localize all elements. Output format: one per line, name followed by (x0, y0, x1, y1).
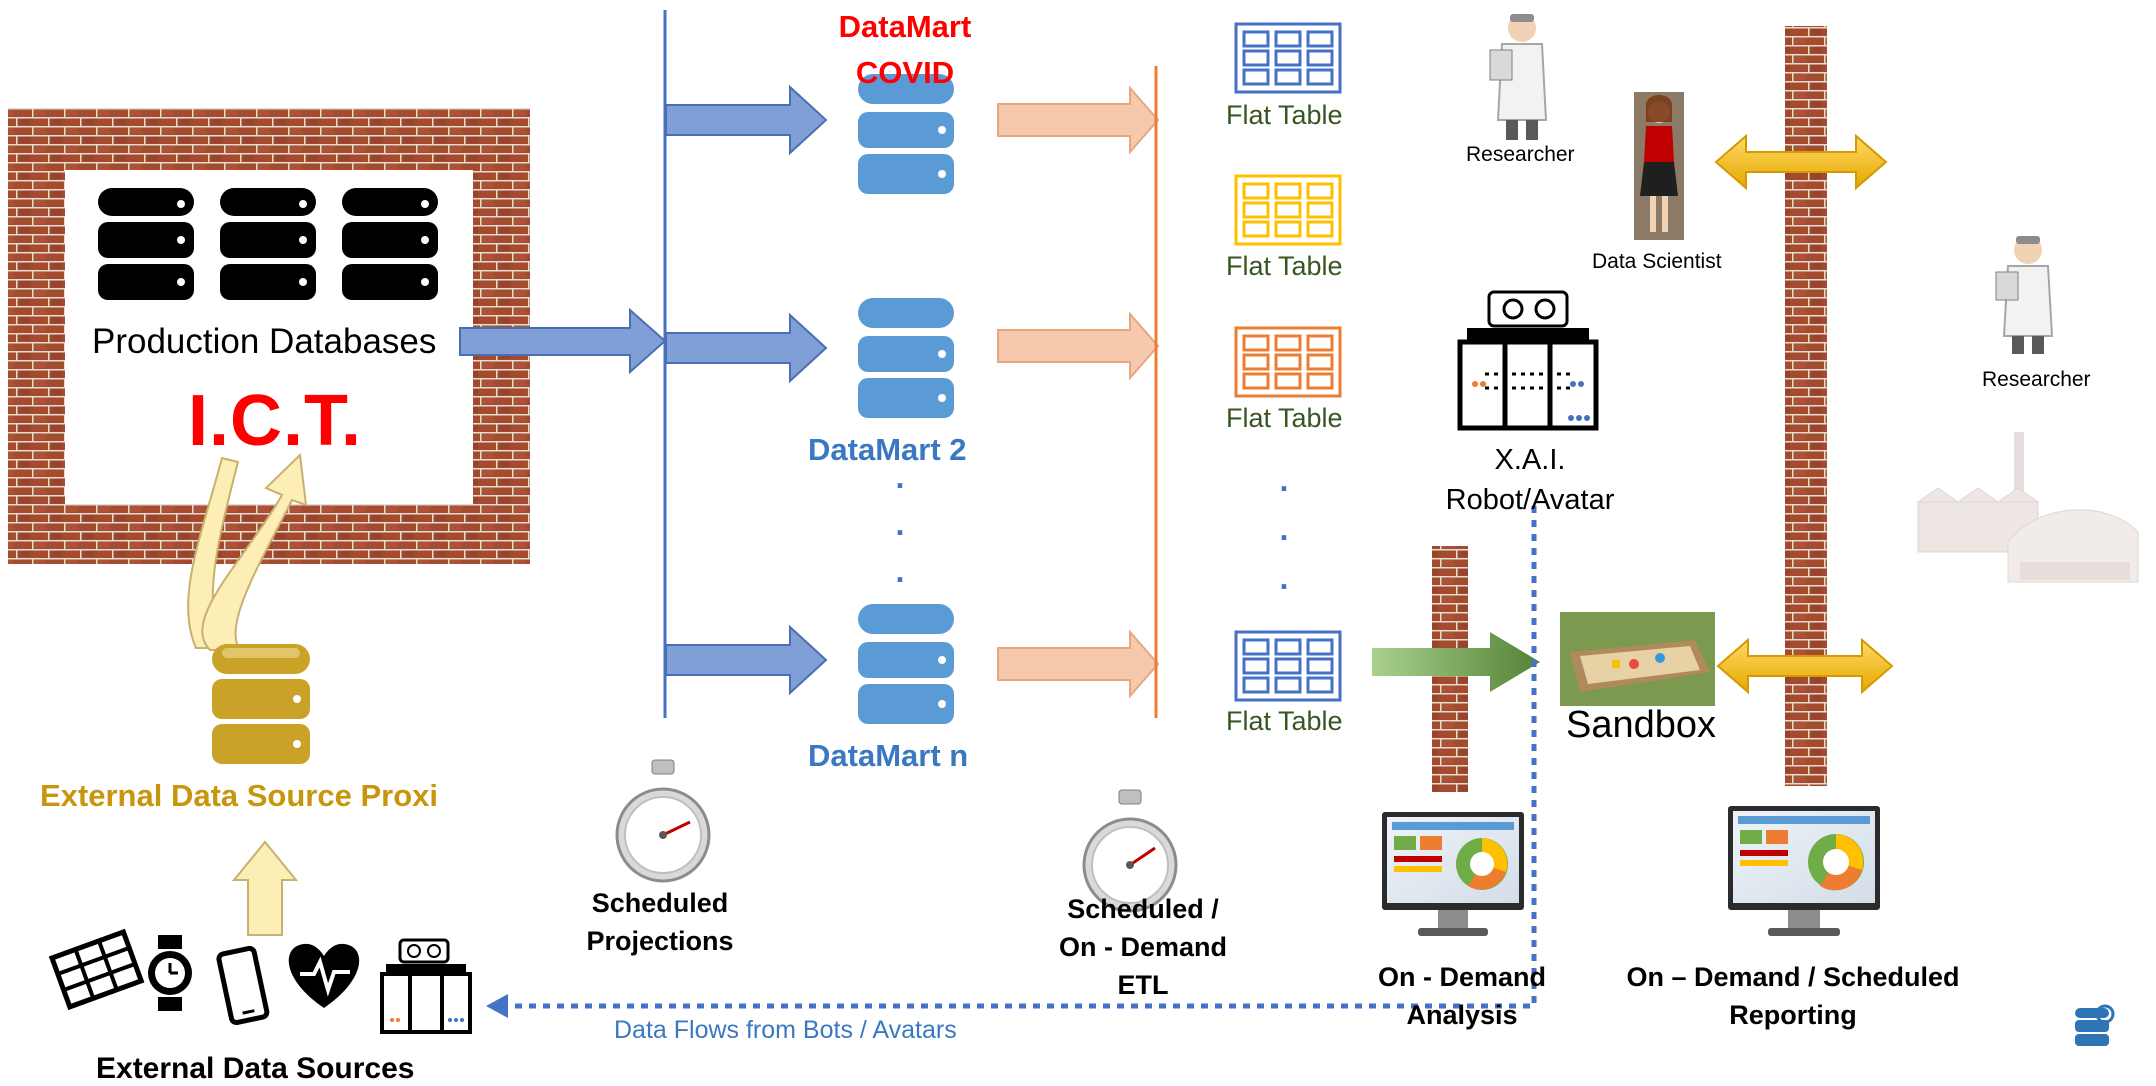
proxy-up-arrow (231, 840, 299, 936)
ict-label: I.C.T. (188, 381, 363, 461)
uturn-arrow (187, 452, 308, 651)
external-robot-icon (380, 938, 472, 1034)
production-databases-label: Production Databases (92, 322, 437, 361)
bus-to-datamart-2-arrow (665, 312, 828, 384)
flat-table-icon-blue-n (1234, 630, 1342, 702)
datamart-n-etl-arrow (997, 629, 1160, 699)
production-db-icon-2 (220, 188, 316, 300)
datamart-covid-label: DataMart COVID (838, 9, 972, 90)
on-demand-reporting-label: On – Demand / Scheduled Reporting (1626, 962, 1960, 1030)
xai-robot-icon (1457, 290, 1599, 431)
reporting-double-arrow-top (1714, 133, 1888, 191)
bus-to-datamart-n-arrow (665, 624, 828, 696)
scheduled-etl-label: Scheduled / On - Demand ETL (1058, 894, 1227, 1000)
researcher-label-1: Researcher (1466, 143, 1575, 166)
bot-data-flow-arrowhead (486, 994, 508, 1018)
researcher-icon-2 (1995, 236, 2054, 354)
datamart-covid-etl-arrow (997, 85, 1160, 155)
reporting-monitor-icon (1728, 806, 1880, 936)
flat-table-to-sandbox-arrow (1372, 632, 1540, 692)
db-logo-icon (2075, 1004, 2115, 1046)
data-scientist-label: Data Scientist (1592, 250, 1722, 273)
flat-table-icon-yellow (1234, 174, 1342, 246)
flat-table-ellipsis: . . . (1279, 462, 1289, 596)
smartphone-icon (216, 945, 270, 1026)
xai-robot-label: X.A.I. Robot/Avatar (1445, 444, 1615, 516)
external-sources-label: External Data Sources (96, 1052, 415, 1085)
researcher-icon-1 (1489, 14, 1548, 140)
production-db-icon-3 (342, 188, 438, 300)
data-scientist-icon (1634, 92, 1684, 240)
flat-table-label-2: Flat Table (1226, 251, 1343, 281)
scheduled-projections-label: Scheduled Projections (586, 888, 734, 956)
datamart-2-db-icon (858, 298, 954, 418)
factory-icon (1916, 432, 2139, 583)
flat-table-icon-blue (1234, 22, 1342, 94)
datamart-2-etl-arrow (997, 311, 1160, 381)
data-flows-label: Data Flows from Bots / Avatars (614, 1016, 957, 1044)
datamart-n-label: DataMart n (808, 738, 969, 773)
spreadsheet-icon (48, 928, 145, 1011)
sandbox-icon (1560, 612, 1715, 706)
smartwatch-icon (148, 935, 192, 1011)
researcher-label-2: Researcher (1982, 368, 2091, 391)
stopwatch-icon-etl (1082, 789, 1178, 913)
analysis-monitor-icon (1382, 812, 1524, 936)
on-demand-analysis-label: On - Demand Analysis (1377, 962, 1546, 1030)
reporting-double-arrow-bottom (1716, 637, 1894, 695)
flat-table-label-1: Flat Table (1226, 100, 1343, 130)
external-proxi-label: External Data Source Proxi (40, 778, 438, 813)
production-db-icon-1 (98, 188, 194, 300)
sandbox-label: Sandbox (1566, 704, 1717, 746)
heart-rate-icon (288, 943, 360, 1008)
datamart-n-db-icon (858, 604, 954, 724)
datamart-ellipsis: . . . (895, 459, 905, 589)
stopwatch-icon-projections (615, 759, 711, 883)
flat-table-label-n: Flat Table (1226, 706, 1343, 736)
datamart-covid-db-icon (858, 74, 954, 194)
bus-to-datamart-covid-arrow (665, 84, 828, 156)
flat-table-icon-orange (1234, 326, 1342, 398)
flat-table-label-3: Flat Table (1226, 403, 1343, 433)
external-proxy-db-icon (212, 644, 310, 764)
production-to-bus-arrow (459, 307, 667, 375)
datamart-2-label: DataMart 2 (808, 432, 967, 467)
